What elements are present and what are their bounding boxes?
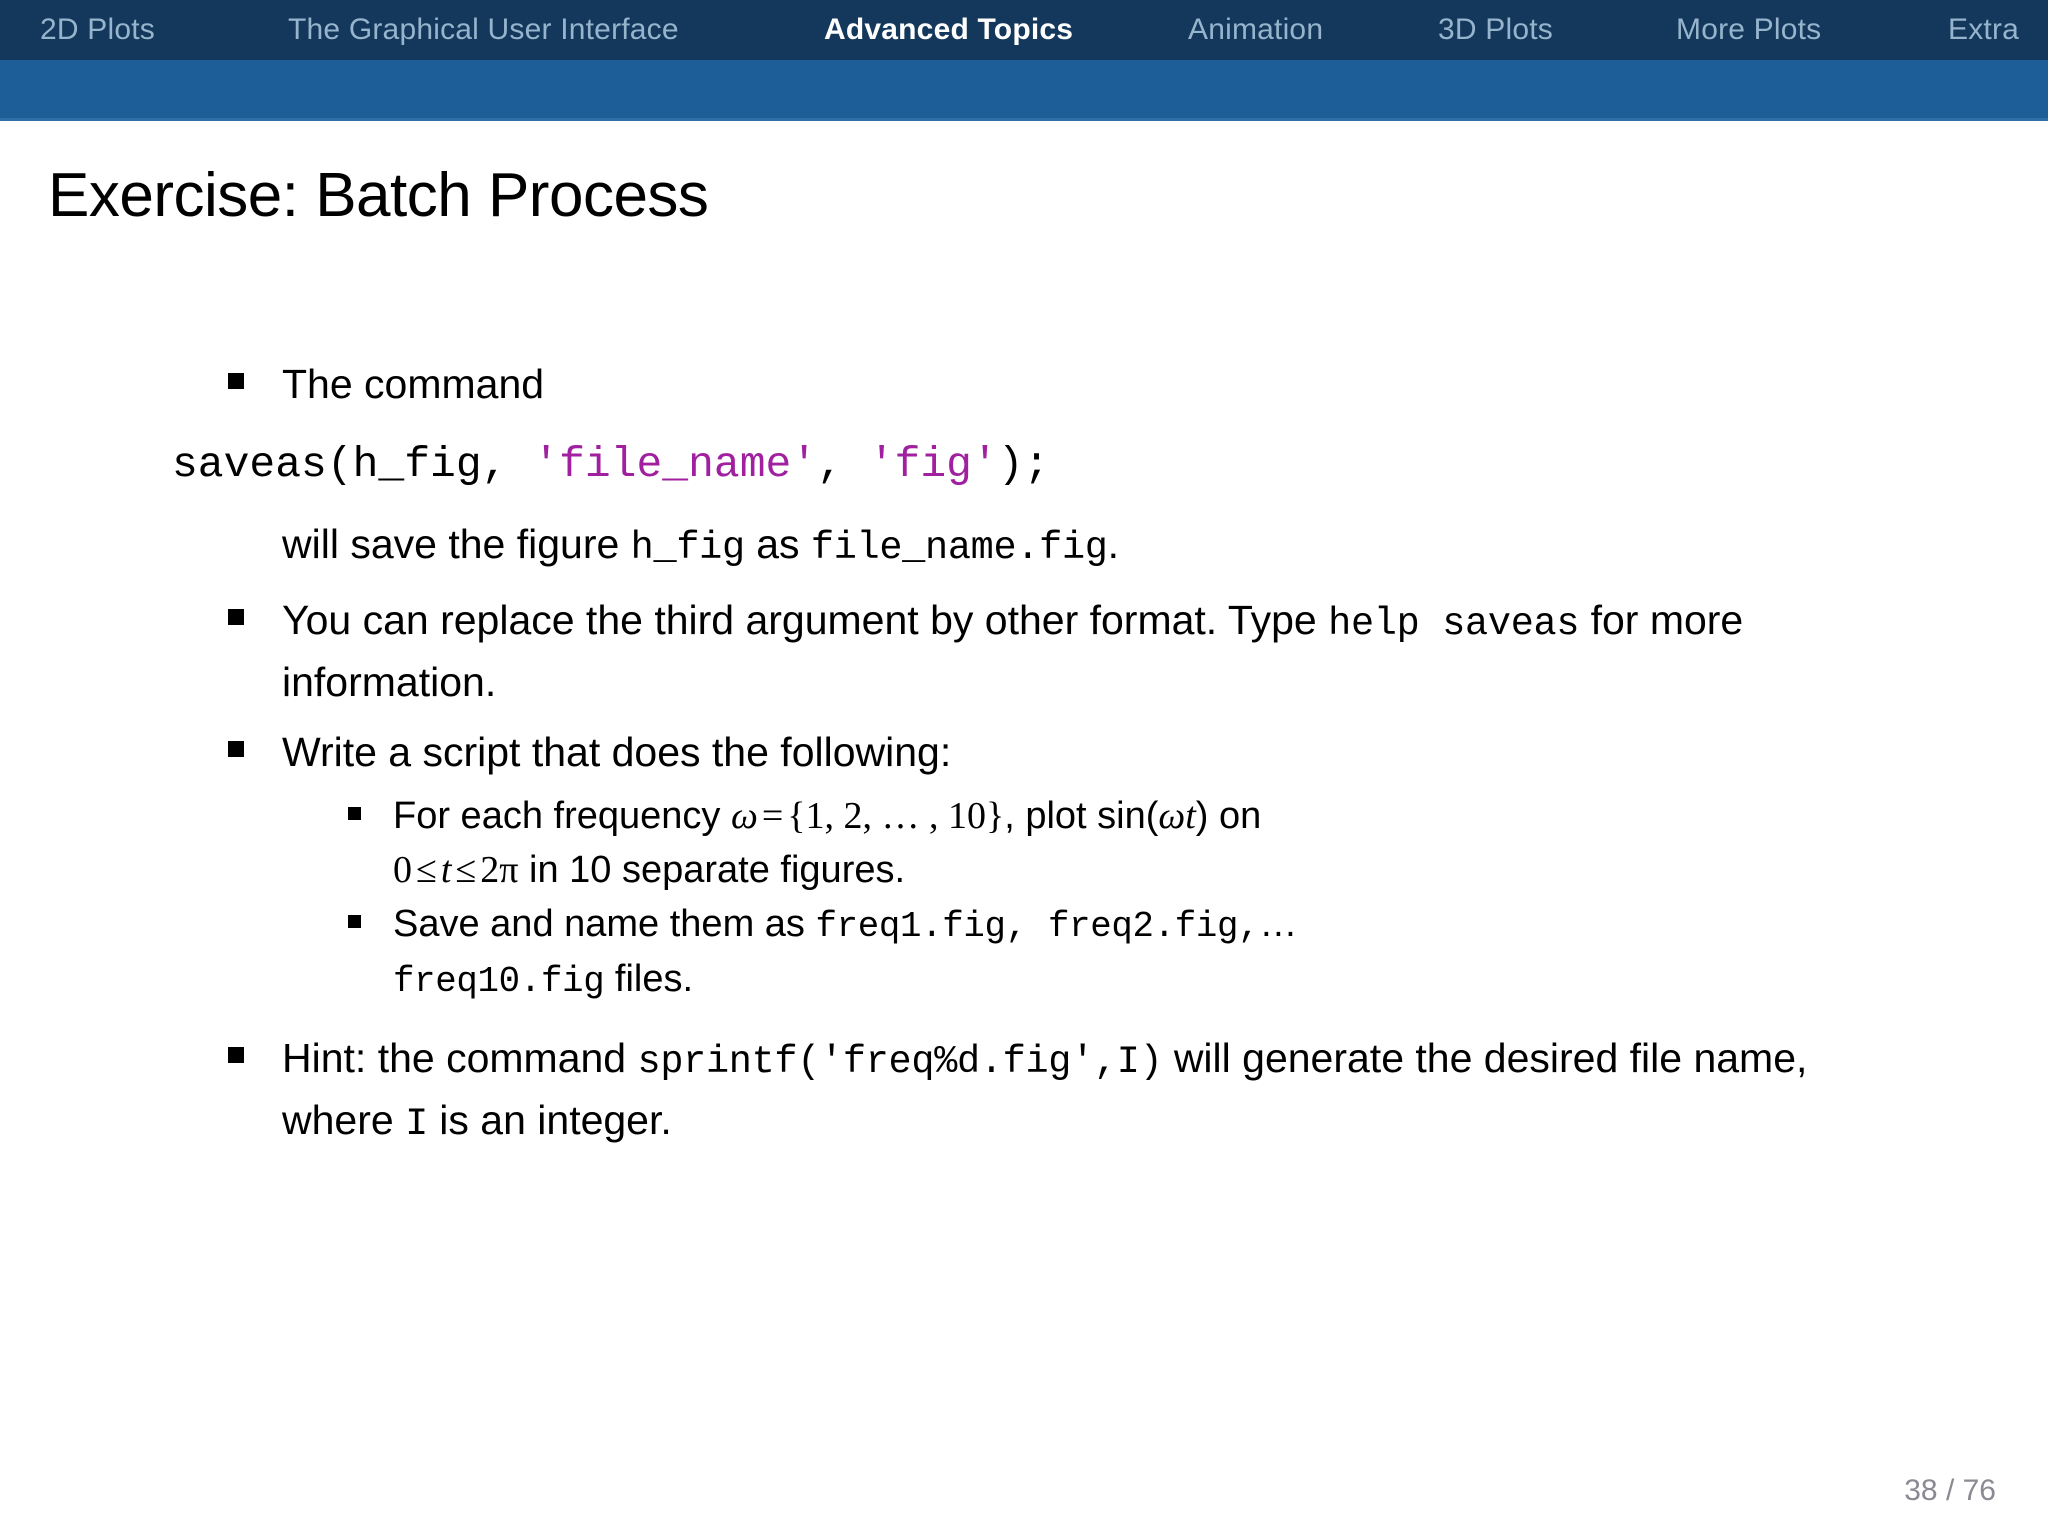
sub-bullet-1-text-1: For each frequency [393, 795, 731, 838]
bullet-square-icon [348, 807, 361, 821]
math-set: {1, 2, … , 10} [787, 795, 1005, 838]
list-item: The command [0, 355, 2048, 414]
bullet-1-tail-text-2: as [744, 521, 811, 568]
bullet-4-text-1: Hint: the command [282, 1035, 638, 1082]
list-item-continuation: will save the figure h_fig as file_name.… [0, 515, 2048, 577]
page-indicator: 38 / 76 [1904, 1474, 1996, 1507]
sub-bullet-1-text-4: in 10 separate figures. [518, 849, 906, 892]
math-t: t [440, 849, 452, 892]
list-item-body: Hint: the command sprintf('freq%d.fig',I… [282, 1029, 1882, 1153]
list-item-body: Write a script that does the following: [282, 723, 951, 782]
bullet-2-text: You can replace the third argument by ot… [282, 591, 1882, 712]
sub-bullet-1-text-2: , plot sin( [1004, 795, 1159, 838]
code-string-file-name: 'file_name' [533, 440, 818, 490]
list-item: Write a script that does the following: [0, 723, 2048, 782]
bullet-1-tail-text-1: will save the figure [282, 521, 631, 568]
bullet-4-text-2: will generate the desired file name, whe… [282, 1035, 1808, 1144]
inline-code-freq10-fig: freq10.fig [393, 960, 605, 1002]
navigation-bar-subsections [0, 60, 2048, 118]
code-snippet-saveas: saveas(h_fig, 'file_name', 'fig'); [172, 440, 2048, 489]
sub-bullet-1-text: For each frequency ω={1, 2, … , 10}, plo… [393, 790, 1261, 898]
code-string-fig: 'fig' [868, 440, 998, 490]
sub-bullet-1-text-3: ) on [1195, 795, 1262, 838]
nav-tab-extra[interactable]: Extra [1948, 13, 2020, 46]
sub-bullet-2-text-2: files. [604, 957, 694, 1000]
code-pre: saveas(h_fig, [172, 440, 534, 490]
sub-bullet-2-text: Save and name them as freq1.fig, freq2.f… [393, 898, 1297, 1007]
math-equals: = [761, 795, 784, 838]
nav-tab-3d-plots[interactable]: 3D Plots [1438, 13, 1553, 46]
nav-tab-more-plots[interactable]: More Plots [1676, 13, 1822, 46]
math-leq-1: ≤ [416, 849, 437, 892]
bullet-1-lead: The command [282, 361, 545, 407]
nested-list-item: For each frequency ω={1, 2, … , 10}, plo… [0, 790, 2048, 898]
bullet-2-text-2: for more information. [282, 597, 1744, 706]
list-item-body: will save the figure h_fig as file_name.… [282, 515, 1119, 577]
list-item-body: You can replace the third argument by ot… [282, 591, 1882, 712]
bullet-square-icon [228, 740, 244, 757]
bullet-1-tail-text-3: . [1107, 521, 1119, 568]
inline-code-freq-files: freq1.fig, freq2.fig, [815, 906, 1260, 947]
ellipsis: … [1259, 903, 1298, 945]
nested-list-item: Save and name them as freq1.fig, freq2.f… [0, 898, 2048, 1007]
slide-content: The command saveas(h_fig, 'file_name', '… [0, 355, 2048, 1153]
navigation-bar-underline [0, 118, 2048, 121]
bullet-1-tail: will save the figure h_fig as file_name.… [282, 515, 1119, 577]
code-post: ); [997, 440, 1050, 490]
navigation-bar-sections: 2D Plots The Graphical User Interface Ad… [0, 0, 2048, 60]
math-omega-t: ωt [1158, 795, 1196, 838]
bullet-4-text-3: is an integer. [427, 1097, 672, 1144]
inline-code-file-name-fig: file_name.fig [810, 526, 1108, 571]
inline-code-help-saveas: help saveas [1328, 602, 1580, 647]
nav-tab-the-graphical-user-interface[interactable]: The Graphical User Interface [288, 13, 679, 46]
list-item: Hint: the command sprintf('freq%d.fig',I… [0, 1029, 2048, 1153]
nested-list: For each frequency ω={1, 2, … , 10}, plo… [0, 790, 2048, 1007]
inline-code-I: I [405, 1102, 428, 1147]
bullet-square-icon [228, 609, 244, 626]
sub-bullet-2-text-1: Save and name them as [393, 903, 816, 945]
bullet-spacer [228, 533, 244, 549]
nav-tab-2d-plots[interactable]: 2D Plots [40, 13, 155, 46]
bullet-3-text: Write a script that does the following: [282, 728, 952, 775]
math-omega: ω [730, 795, 758, 838]
inline-code-h-fig: h_fig [630, 526, 745, 571]
math-two-pi: 2π [480, 849, 519, 892]
bullet-square-icon [228, 373, 244, 389]
list-item: You can replace the third argument by ot… [0, 591, 2048, 712]
nested-list-item-body: For each frequency ω={1, 2, … , 10}, plo… [393, 790, 1261, 898]
bullet-2-text-1: You can replace the third argument by ot… [282, 597, 1329, 644]
math-zero: 0 [393, 849, 412, 892]
nav-tab-advanced-topics[interactable]: Advanced Topics [824, 13, 1074, 46]
inline-code-sprintf: sprintf('freq%d.fig',I) [637, 1040, 1163, 1085]
nav-tab-animation[interactable]: Animation [1188, 13, 1324, 46]
bullet-square-icon [348, 915, 361, 928]
bullet-square-icon [228, 1047, 244, 1064]
list-item-body: The command [282, 355, 544, 414]
code-mid: , [817, 440, 869, 490]
page-title: Exercise: Batch Process [48, 161, 709, 230]
bullet-4-text: Hint: the command sprintf('freq%d.fig',I… [282, 1029, 1882, 1153]
math-leq-2: ≤ [455, 849, 477, 892]
nested-list-item-body: Save and name them as freq1.fig, freq2.f… [393, 898, 1297, 1007]
